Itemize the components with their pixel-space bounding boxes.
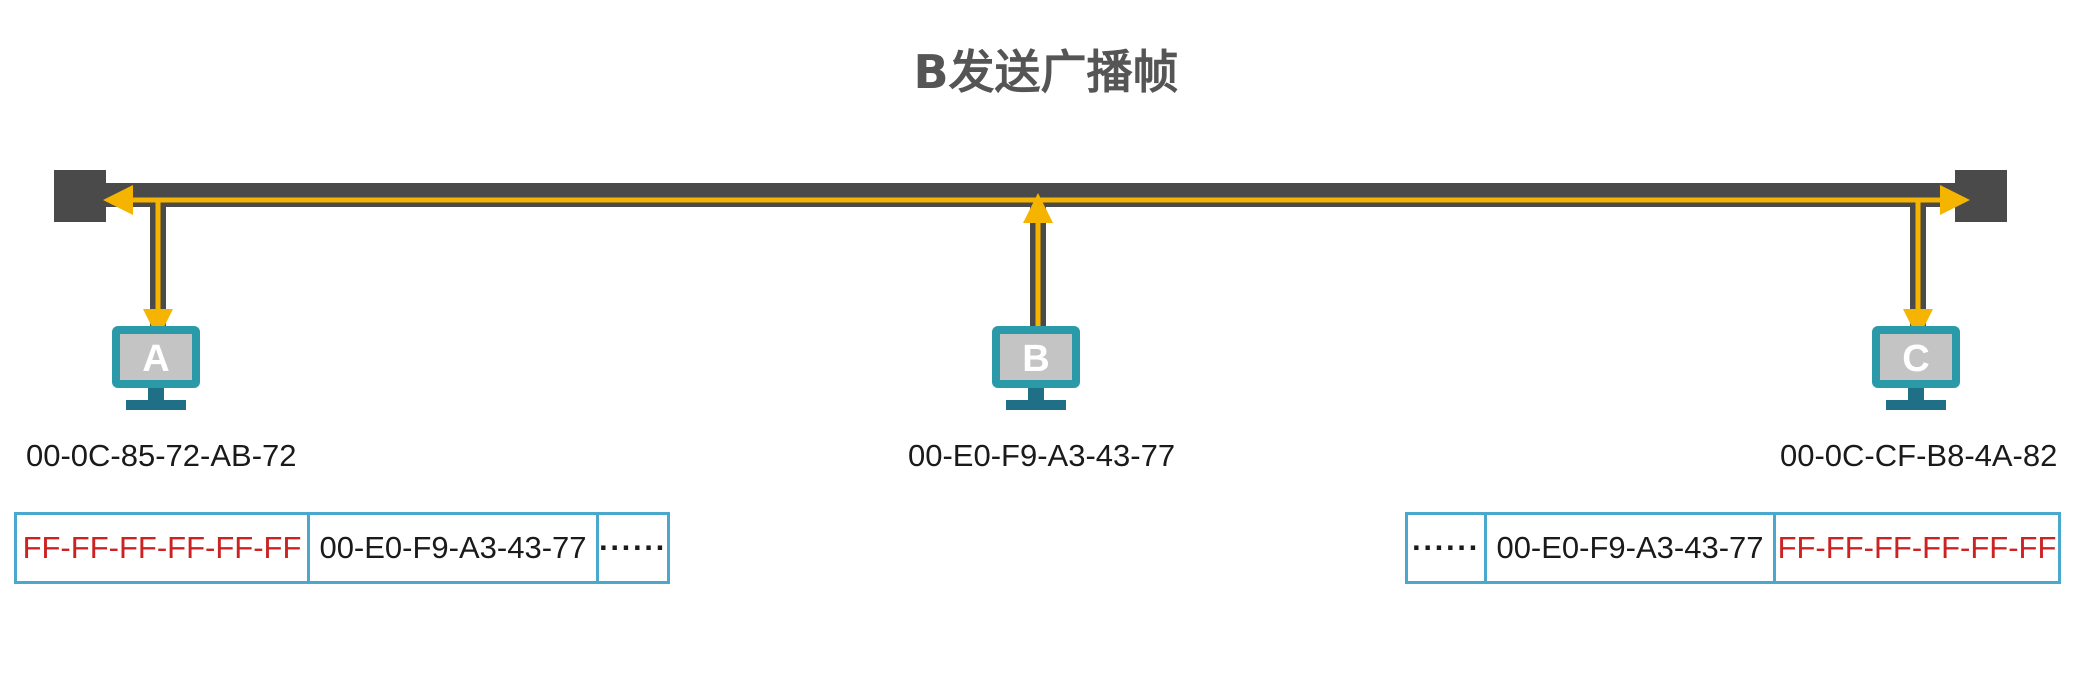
host-b-mac: 00-E0-F9-A3-43-77 <box>908 438 1176 473</box>
host-a-mac: 00-0C-85-72-AB-72 <box>26 438 297 473</box>
frame-left-src-mac: 00-E0-F9-A3-43-77 <box>307 515 596 581</box>
frame-right-dest-mac: FF-FF-FF-FF-FF-FF <box>1773 515 2058 581</box>
host-c-mac: 00-0C-CF-B8-4A-82 <box>1780 438 2058 473</box>
computer-b-label: B <box>1022 338 1049 380</box>
frame-right: ······ 00-E0-F9-A3-43-77 FF-FF-FF-FF-FF-… <box>1405 512 2061 584</box>
computer-c-label: C <box>1902 338 1929 380</box>
frame-right-src-mac: 00-E0-F9-A3-43-77 <box>1484 515 1773 581</box>
broadcast-signal <box>103 185 1970 339</box>
computer-c-icon: C <box>1872 326 1960 410</box>
frame-left-ellipsis: ······ <box>596 515 667 581</box>
frame-left-dest-mac: FF-FF-FF-FF-FF-FF <box>22 530 302 565</box>
diagram-title: B发送广播帧 <box>913 45 1179 99</box>
frame-right-ellipsis: ······ <box>1412 530 1480 565</box>
computer-a-label: A <box>142 338 169 380</box>
computer-a-icon: A <box>112 326 200 410</box>
bus-terminator-left <box>54 170 106 222</box>
frame-left: FF-FF-FF-FF-FF-FF 00-E0-F9-A3-43-77 ····… <box>14 512 670 584</box>
computer-b-icon: B <box>992 326 1080 410</box>
bus-terminator-right <box>1955 170 2007 222</box>
